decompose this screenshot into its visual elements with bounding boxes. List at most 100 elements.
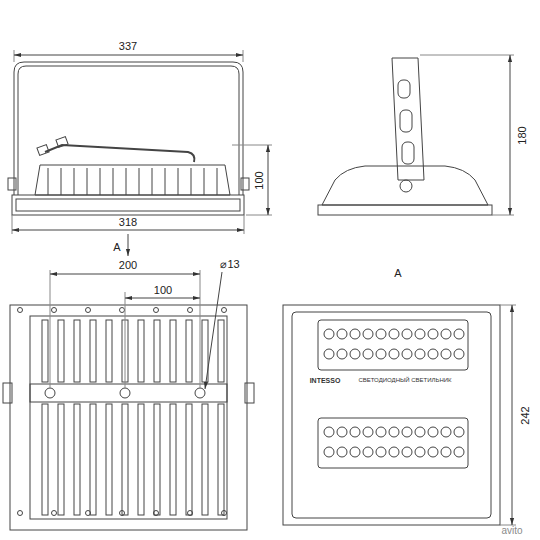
front-plate-side bbox=[318, 205, 492, 215]
cooling-fin bbox=[74, 168, 75, 195]
side-bolt bbox=[8, 178, 16, 190]
led-lens bbox=[324, 349, 334, 359]
led-lens bbox=[441, 427, 451, 437]
cooling-rib bbox=[186, 404, 192, 515]
led-lens bbox=[337, 329, 347, 339]
screw bbox=[52, 308, 57, 313]
mounting-bracket bbox=[14, 62, 243, 195]
led-lens bbox=[441, 349, 451, 359]
bracket-arm bbox=[392, 58, 424, 180]
led-lens bbox=[363, 349, 373, 359]
cooling-rib bbox=[90, 404, 96, 515]
dimension-label: 200 bbox=[119, 260, 137, 271]
dimension-label: 100 bbox=[154, 285, 172, 296]
cooling-rib bbox=[186, 320, 192, 382]
cooling-rib bbox=[106, 320, 112, 382]
led-lens bbox=[389, 349, 399, 359]
cooling-rib bbox=[58, 404, 64, 515]
led-lens bbox=[428, 329, 438, 339]
cooling-rib bbox=[170, 320, 176, 382]
dimension-label: 337 bbox=[119, 41, 137, 52]
cooling-fin bbox=[126, 168, 127, 195]
screw bbox=[120, 308, 125, 313]
screw bbox=[18, 511, 23, 516]
screw bbox=[18, 308, 23, 313]
screw bbox=[120, 511, 125, 516]
led-lens bbox=[415, 447, 425, 457]
cooling-fin bbox=[100, 168, 101, 195]
cooling-fin bbox=[87, 168, 88, 195]
watermark: avito bbox=[501, 526, 522, 536]
led-lens bbox=[389, 427, 399, 437]
cooling-rib bbox=[138, 404, 144, 515]
led-lens bbox=[389, 447, 399, 457]
led-lens bbox=[350, 349, 360, 359]
cable bbox=[45, 145, 194, 162]
led-lens bbox=[402, 349, 412, 359]
cooling-fin bbox=[178, 168, 179, 195]
cooling-fin bbox=[113, 168, 114, 195]
screw bbox=[154, 308, 159, 313]
mounting-hole bbox=[45, 388, 55, 398]
cooling-rib bbox=[74, 320, 80, 382]
led-lens bbox=[363, 329, 373, 339]
led-lens bbox=[350, 329, 360, 339]
cooling-fin bbox=[165, 168, 166, 195]
led-lens bbox=[376, 427, 386, 437]
dimension-label: 180 bbox=[516, 126, 527, 144]
led-lens bbox=[454, 329, 464, 339]
cooling-rib bbox=[122, 404, 128, 515]
screw bbox=[222, 511, 227, 516]
cooling-rib bbox=[74, 404, 80, 515]
cooling-fin bbox=[217, 168, 218, 195]
cooling-fin bbox=[204, 168, 205, 195]
led-lens bbox=[428, 349, 438, 359]
led-panel bbox=[318, 320, 468, 370]
led-lens bbox=[389, 329, 399, 339]
dimension-label: A bbox=[113, 242, 120, 253]
led-lens bbox=[402, 427, 412, 437]
screw bbox=[154, 511, 159, 516]
led-lens bbox=[376, 447, 386, 457]
led-lens bbox=[402, 329, 412, 339]
led-lens bbox=[337, 349, 347, 359]
led-lens bbox=[441, 329, 451, 339]
screw bbox=[188, 511, 193, 516]
led-lens bbox=[337, 447, 347, 457]
led-lens bbox=[350, 427, 360, 437]
led-lens bbox=[324, 447, 334, 457]
nameplate-text: СВЕТОДИОДНЫЙ СВЕТИЛЬНИК bbox=[358, 377, 451, 383]
screw bbox=[86, 308, 91, 313]
nameplate-text: INTESSO bbox=[310, 377, 341, 384]
cooling-rib bbox=[170, 404, 176, 515]
led-lens bbox=[428, 447, 438, 457]
cooling-rib bbox=[106, 404, 112, 515]
cooling-fin bbox=[152, 168, 153, 195]
cooling-fin bbox=[191, 168, 192, 195]
cooling-rib bbox=[138, 320, 144, 382]
cooling-rib bbox=[58, 320, 64, 382]
cooling-rib bbox=[154, 320, 160, 382]
cooling-fin bbox=[48, 168, 49, 195]
dimension-label: 242 bbox=[519, 406, 530, 424]
cooling-rib bbox=[154, 404, 160, 515]
cooling-rib bbox=[90, 320, 96, 382]
screw bbox=[52, 511, 57, 516]
mounting-bar bbox=[30, 384, 227, 402]
dimension-label: A bbox=[394, 268, 401, 279]
led-lens bbox=[441, 447, 451, 457]
led-lens bbox=[428, 427, 438, 437]
led-lens bbox=[324, 329, 334, 339]
led-lens bbox=[402, 447, 412, 457]
dimension-label: 100 bbox=[253, 171, 264, 189]
led-lens bbox=[324, 427, 334, 437]
housing-body bbox=[35, 165, 230, 195]
screw bbox=[222, 308, 227, 313]
led-lens bbox=[350, 447, 360, 457]
cooling-rib bbox=[218, 320, 224, 382]
led-lens bbox=[454, 427, 464, 437]
cooling-rib bbox=[42, 320, 48, 382]
cooling-fin bbox=[139, 168, 140, 195]
